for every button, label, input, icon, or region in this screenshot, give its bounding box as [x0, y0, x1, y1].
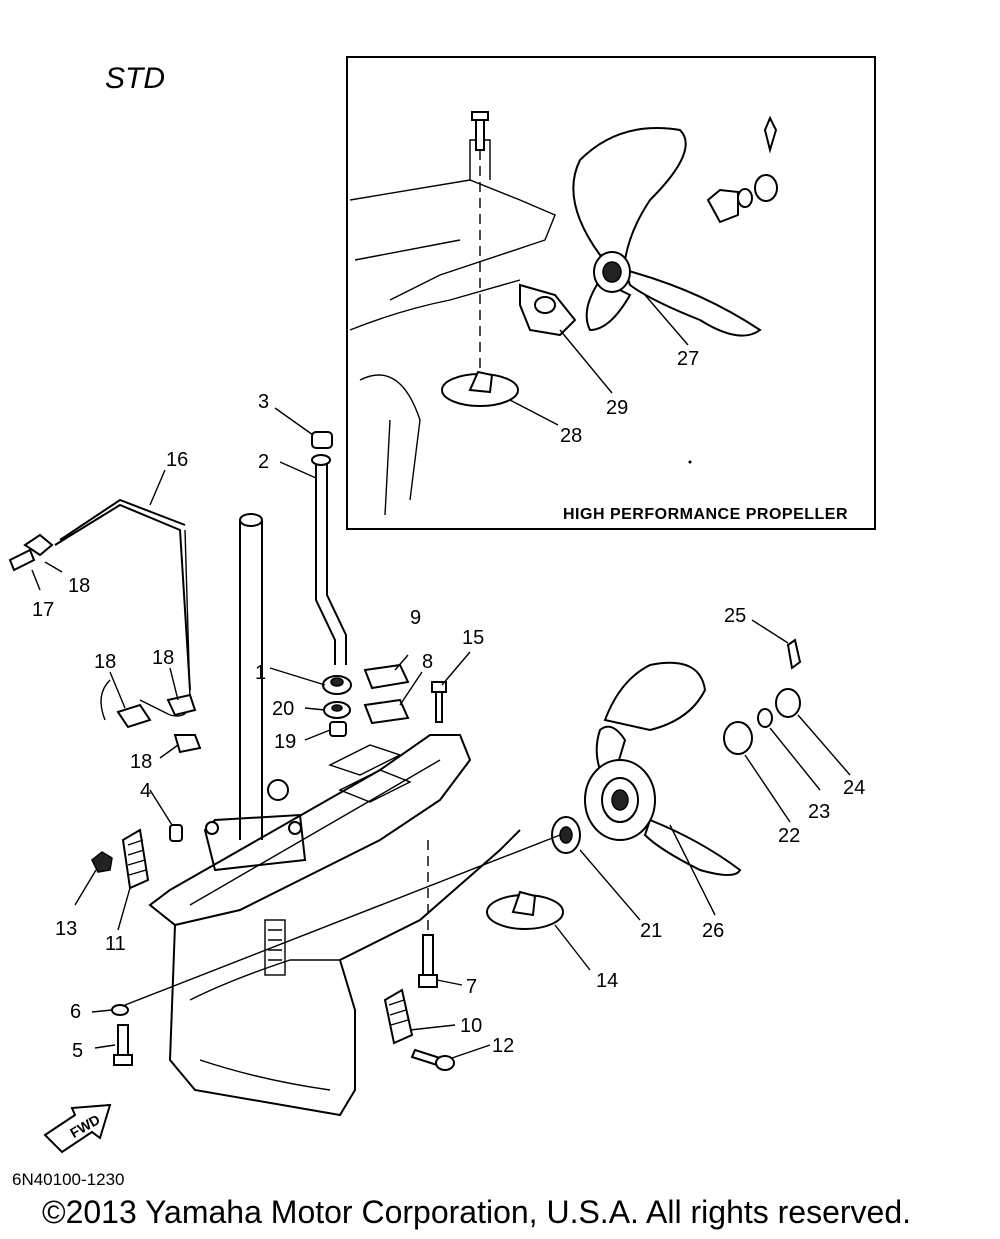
- washer-23-icon: [757, 708, 773, 728]
- propeller-26-icon: [584, 661, 742, 876]
- bolt-7-icon: [418, 934, 438, 988]
- callout-27: 27: [677, 348, 699, 370]
- callout-15: 15: [462, 627, 484, 649]
- inset-nut-assembly-icon: [706, 115, 778, 224]
- thrust-washer-21-icon: [551, 816, 581, 854]
- grommet-1-icon: [322, 675, 352, 695]
- callout-7: 7: [466, 976, 477, 998]
- leader-lines: [31, 407, 851, 1059]
- callout-4: 4: [140, 780, 151, 802]
- inset-bolt-icon: [471, 111, 489, 151]
- callout-17: 17: [32, 599, 54, 621]
- pilot-water-hose-16-icon: [54, 498, 191, 721]
- callout-18-c: 18: [152, 647, 174, 669]
- housing-top-plate: [148, 734, 472, 927]
- callout-18-a: 18: [68, 575, 90, 597]
- washer-6-icon: [111, 1004, 129, 1016]
- inset-propeller-27-icon: [572, 127, 762, 337]
- callout-28: 28: [560, 425, 582, 447]
- water-tube-2-icon: [311, 454, 347, 665]
- grommet-20-icon: [323, 701, 351, 719]
- callout-23: 23: [808, 801, 830, 823]
- callout-22: 22: [778, 825, 800, 847]
- callout-10: 10: [460, 1015, 482, 1037]
- bolt-15-icon: [431, 681, 447, 723]
- inset-caption: HIGH PERFORMANCE PROPELLER: [563, 506, 849, 523]
- nut-24-icon: [775, 688, 801, 718]
- callout-21: 21: [640, 920, 662, 942]
- callout-1: 1: [255, 662, 266, 684]
- callout-11: 11: [105, 933, 126, 955]
- water-inlet-cover-11-icon: [121, 828, 150, 890]
- inset-anode-28-icon: [441, 370, 519, 407]
- callout-12: 12: [492, 1035, 514, 1057]
- callout-19: 19: [274, 731, 296, 753]
- callout-8: 8: [422, 651, 433, 673]
- bushing-19-icon: [329, 721, 347, 737]
- callout-9: 9: [410, 607, 421, 629]
- high-performance-propeller-inset: [346, 56, 876, 530]
- callout-25: 25: [724, 605, 746, 627]
- spacer-22-icon: [723, 721, 753, 755]
- cotter-pin-25-icon: [786, 638, 802, 670]
- callout-13: 13: [55, 918, 77, 940]
- water-inlet-cover-10-icon: [383, 988, 414, 1045]
- callout-29: 29: [606, 397, 628, 419]
- rubber-seal-9-icon: [363, 663, 410, 690]
- callout-26: 26: [702, 920, 724, 942]
- variant-label: STD: [105, 62, 165, 95]
- fwd-direction-arrow-icon: FWD: [43, 1103, 112, 1154]
- callout-5: 5: [72, 1040, 83, 1062]
- nut-13-icon: [91, 851, 113, 873]
- anode-14-icon: [486, 890, 564, 930]
- diagram-code: 6N40100-1230: [12, 1170, 125, 1189]
- inset-frame: [346, 56, 876, 530]
- callout-2: 2: [258, 451, 269, 473]
- inset-spacer-29-icon: [519, 283, 577, 337]
- callout-6: 6: [70, 1001, 81, 1023]
- copyright-notice: ©2013 Yamaha Motor Corporation, U.S.A. A…: [42, 1194, 912, 1230]
- lower-unit-housing: [148, 513, 521, 1117]
- callout-24: 24: [843, 777, 865, 799]
- callout-18-d: 18: [130, 751, 152, 773]
- hose-clip-18-icon: [23, 533, 202, 754]
- callout-16: 16: [166, 449, 188, 471]
- bolt-12-icon: [410, 1048, 455, 1071]
- callout-20: 20: [272, 698, 294, 720]
- bolt-5-icon: [113, 1024, 133, 1066]
- inset-gearcase-top: [349, 179, 556, 301]
- callout-14: 14: [596, 970, 618, 992]
- callout-18-b: 18: [94, 651, 116, 673]
- hose-joint-17-icon: [8, 548, 36, 572]
- grommet-3-icon: [311, 431, 333, 449]
- dowel-pin-4-icon: [169, 824, 183, 842]
- rubber-seal-8-icon: [363, 698, 410, 725]
- callout-numbers: 3 2 16 18 17 18 18 18 1 20 19 9 8 15 4 1…: [32, 348, 865, 1062]
- callout-3: 3: [258, 391, 269, 413]
